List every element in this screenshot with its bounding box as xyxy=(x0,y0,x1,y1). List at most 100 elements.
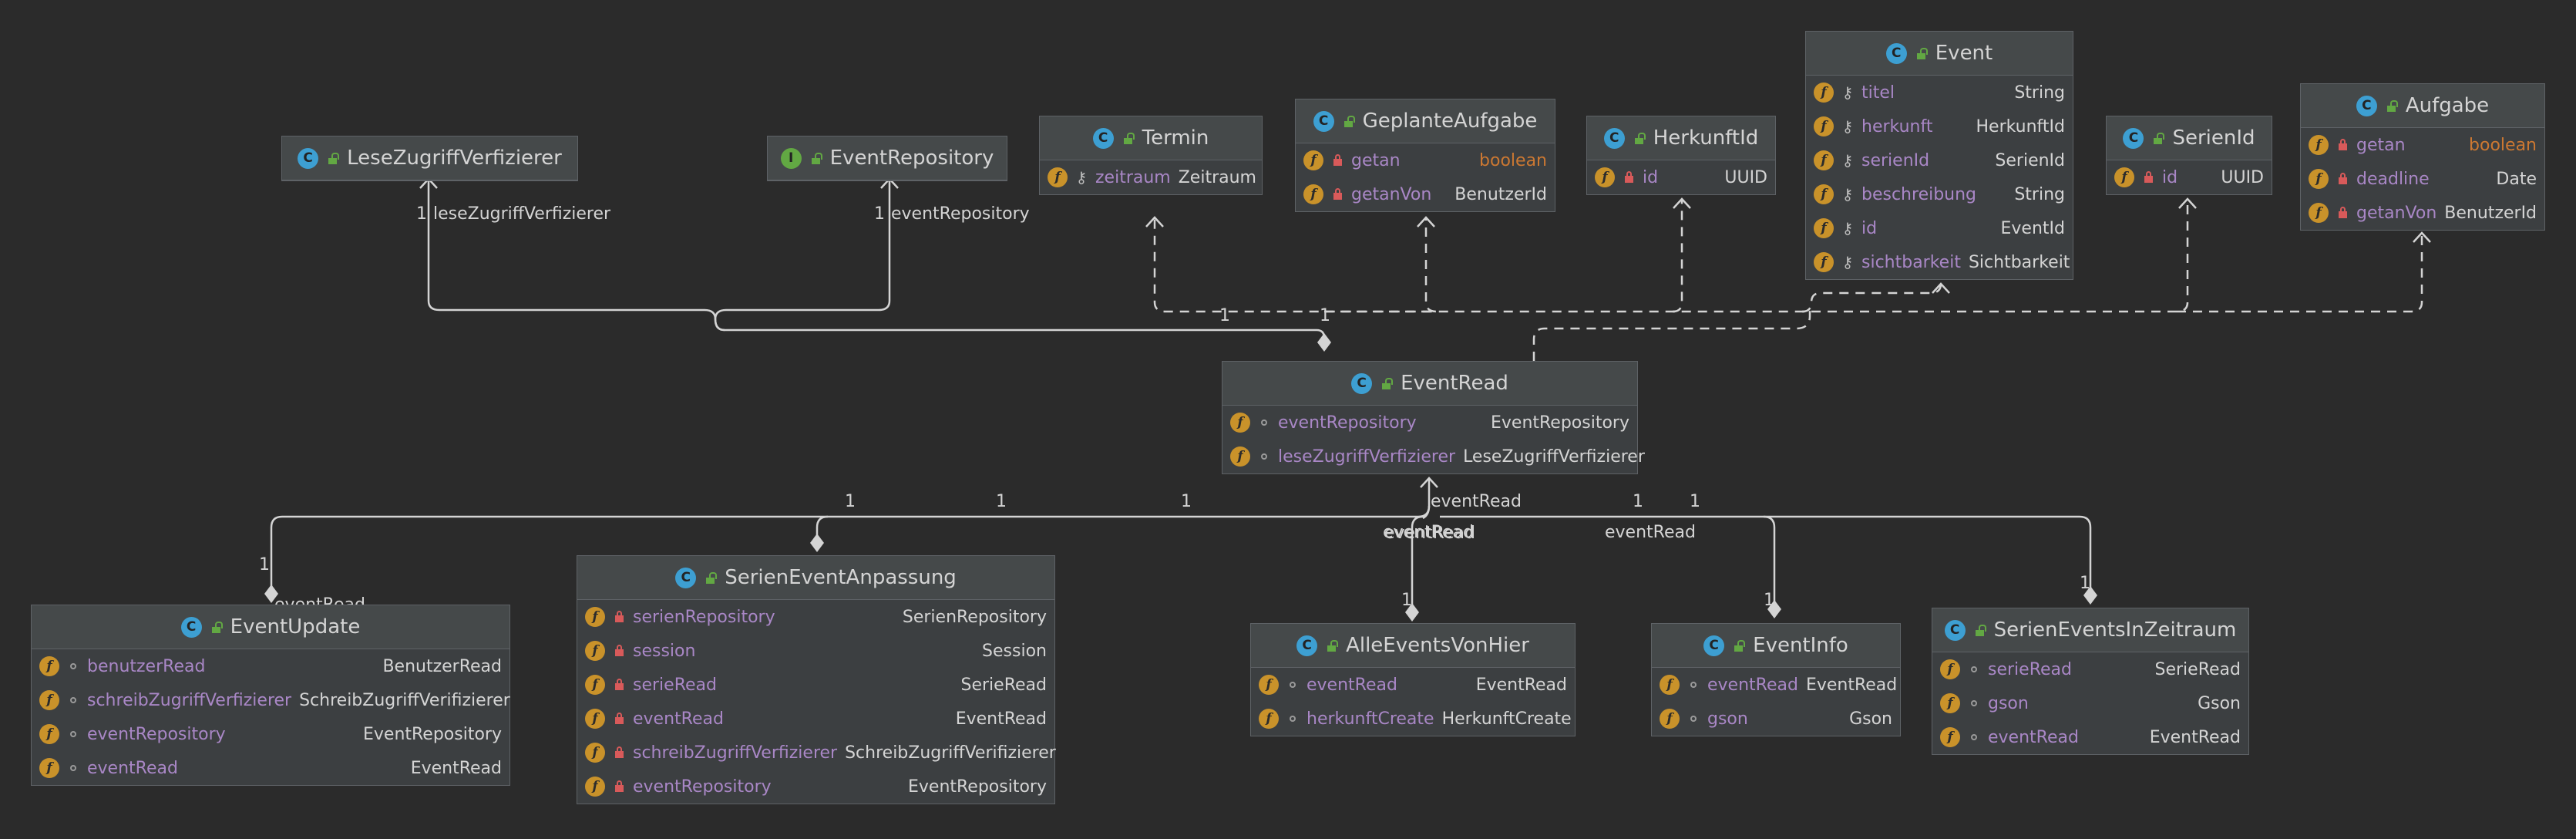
private-lock-icon xyxy=(1623,171,1635,183)
class-icon: C xyxy=(1603,127,1625,149)
class-name: Aufgabe xyxy=(2405,94,2490,117)
interface-icon: I xyxy=(780,147,802,169)
package-visibility-icon xyxy=(67,765,79,771)
edge-eventread-aufgabe xyxy=(2177,233,2423,313)
field-type: String xyxy=(2014,184,2065,204)
field-name: deadline xyxy=(2356,169,2430,189)
edge-eventread-termin xyxy=(1153,217,1811,361)
key-icon: ⚷ xyxy=(1841,151,1854,170)
composition-diamond-eventupdate xyxy=(264,585,278,603)
private-lock-icon xyxy=(613,713,625,724)
field-name: getan xyxy=(1351,150,1401,170)
class-name: LeseZugriffVerfizierer xyxy=(347,147,562,170)
field-icon: f xyxy=(1940,727,1960,747)
public-visibility-icon xyxy=(1381,377,1394,389)
field-icon: f xyxy=(2309,203,2329,223)
field-type: SerieRead xyxy=(960,675,1047,695)
class-icon: C xyxy=(1885,42,1907,64)
multiplicity-label: 1 xyxy=(1181,492,1192,511)
class-name: AlleEventsVonHier xyxy=(1346,634,1529,657)
multiplicity-label: 1 xyxy=(845,492,856,511)
role-label: eventRead xyxy=(1384,524,1475,543)
field-type: boolean xyxy=(2469,135,2537,155)
public-visibility-icon xyxy=(1327,639,1339,652)
field-name: benutzerRead xyxy=(87,656,206,676)
field-type: EventRepository xyxy=(362,724,502,744)
class-icon: C xyxy=(2123,127,2144,149)
field-icon: f xyxy=(1595,167,1615,187)
public-visibility-icon xyxy=(705,571,718,584)
role-label: eventRepository xyxy=(891,204,1030,224)
field-type: EventRead xyxy=(410,758,502,778)
class-name: SerienEventsInZeitraum xyxy=(1993,618,2237,642)
public-visibility-icon xyxy=(328,152,340,164)
field-name: session xyxy=(633,641,696,661)
edge-eventread-geplante xyxy=(1324,217,1438,313)
composition-diamond-serienanp xyxy=(810,534,824,552)
multiplicity-label: 1 xyxy=(416,204,427,224)
private-lock-icon xyxy=(1331,154,1343,166)
field-icon: f xyxy=(39,656,59,676)
package-visibility-icon xyxy=(67,663,79,669)
field-icon: f xyxy=(2309,169,2329,189)
public-visibility-icon xyxy=(211,621,223,633)
field-type: BenutzerId xyxy=(1454,184,1547,204)
edge-serienzeit-eventread xyxy=(1764,515,2092,597)
field-icon: f xyxy=(1814,150,1834,170)
public-visibility-icon xyxy=(2153,132,2165,144)
multiplicity-label: 1 xyxy=(1690,492,1700,511)
field-name: serieRead xyxy=(1988,659,2072,679)
class-name: EventRepository xyxy=(829,147,994,170)
interface-eventrepository[interactable]: I EventRepository xyxy=(767,136,1007,181)
private-lock-icon xyxy=(2336,139,2349,150)
